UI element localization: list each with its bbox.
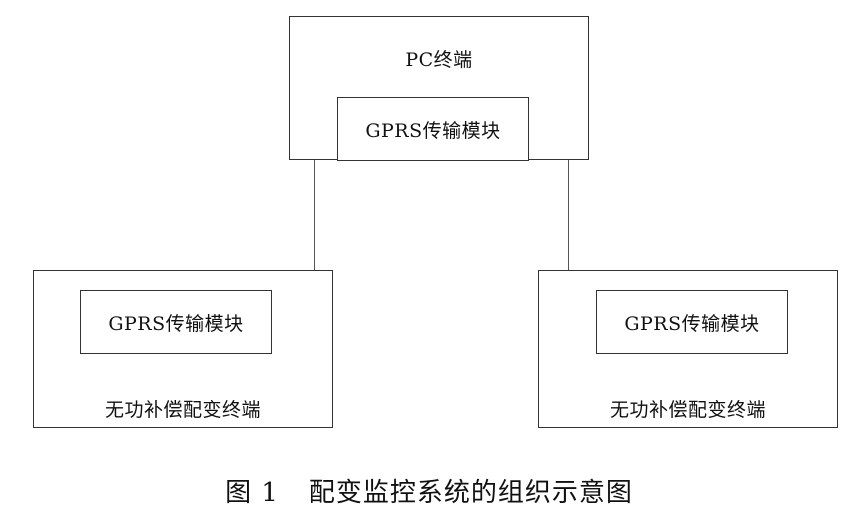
figure-title: 配变监控系统的组织示意图 — [308, 478, 633, 508]
left-gprs-module: GPRS传输模块 — [80, 290, 272, 354]
left-terminal-box: GPRS传输模块 无功补偿配变终端 — [33, 270, 333, 428]
pc-terminal-box: PC终端 GPRS传输模块 — [289, 16, 589, 161]
figure-number: 图 1 — [225, 478, 279, 508]
right-terminal-label: 无功补偿配变终端 — [609, 399, 766, 421]
pc-terminal-label: PC终端 — [405, 49, 473, 71]
connector-left — [314, 160, 315, 270]
right-gprs-module: GPRS传输模块 — [596, 290, 788, 354]
connector-right — [568, 160, 569, 270]
left-terminal-label: 无功补偿配变终端 — [104, 399, 261, 421]
right-terminal-box: GPRS传输模块 无功补偿配变终端 — [538, 270, 838, 428]
pc-gprs-module: GPRS传输模块 — [337, 97, 529, 161]
figure-caption: 图 1 配变监控系统的组织示意图 — [0, 472, 858, 509]
